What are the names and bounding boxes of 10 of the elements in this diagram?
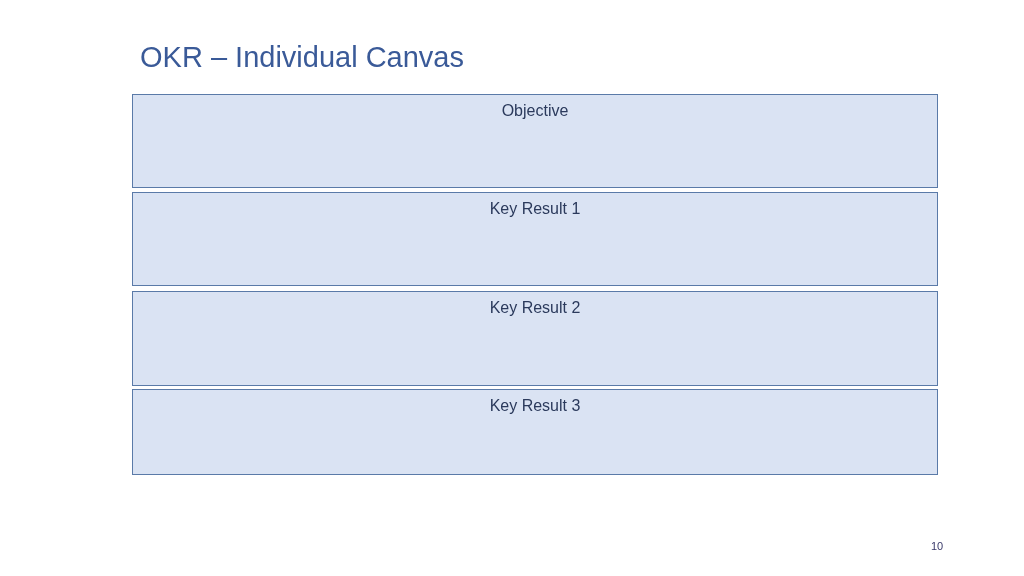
canvas-section-box xyxy=(132,291,938,386)
slide-title: OKR – Individual Canvas xyxy=(140,40,464,75)
canvas-section-box xyxy=(132,192,938,286)
section-heading: Key Result 1 xyxy=(489,199,581,219)
section-heading: Key Result 3 xyxy=(489,396,581,416)
canvas-section-box xyxy=(132,94,938,188)
section-heading: Objective xyxy=(501,101,569,121)
section-heading: Key Result 2 xyxy=(489,298,581,318)
canvas-section-box xyxy=(132,389,938,475)
page-number: 10 xyxy=(931,539,944,553)
